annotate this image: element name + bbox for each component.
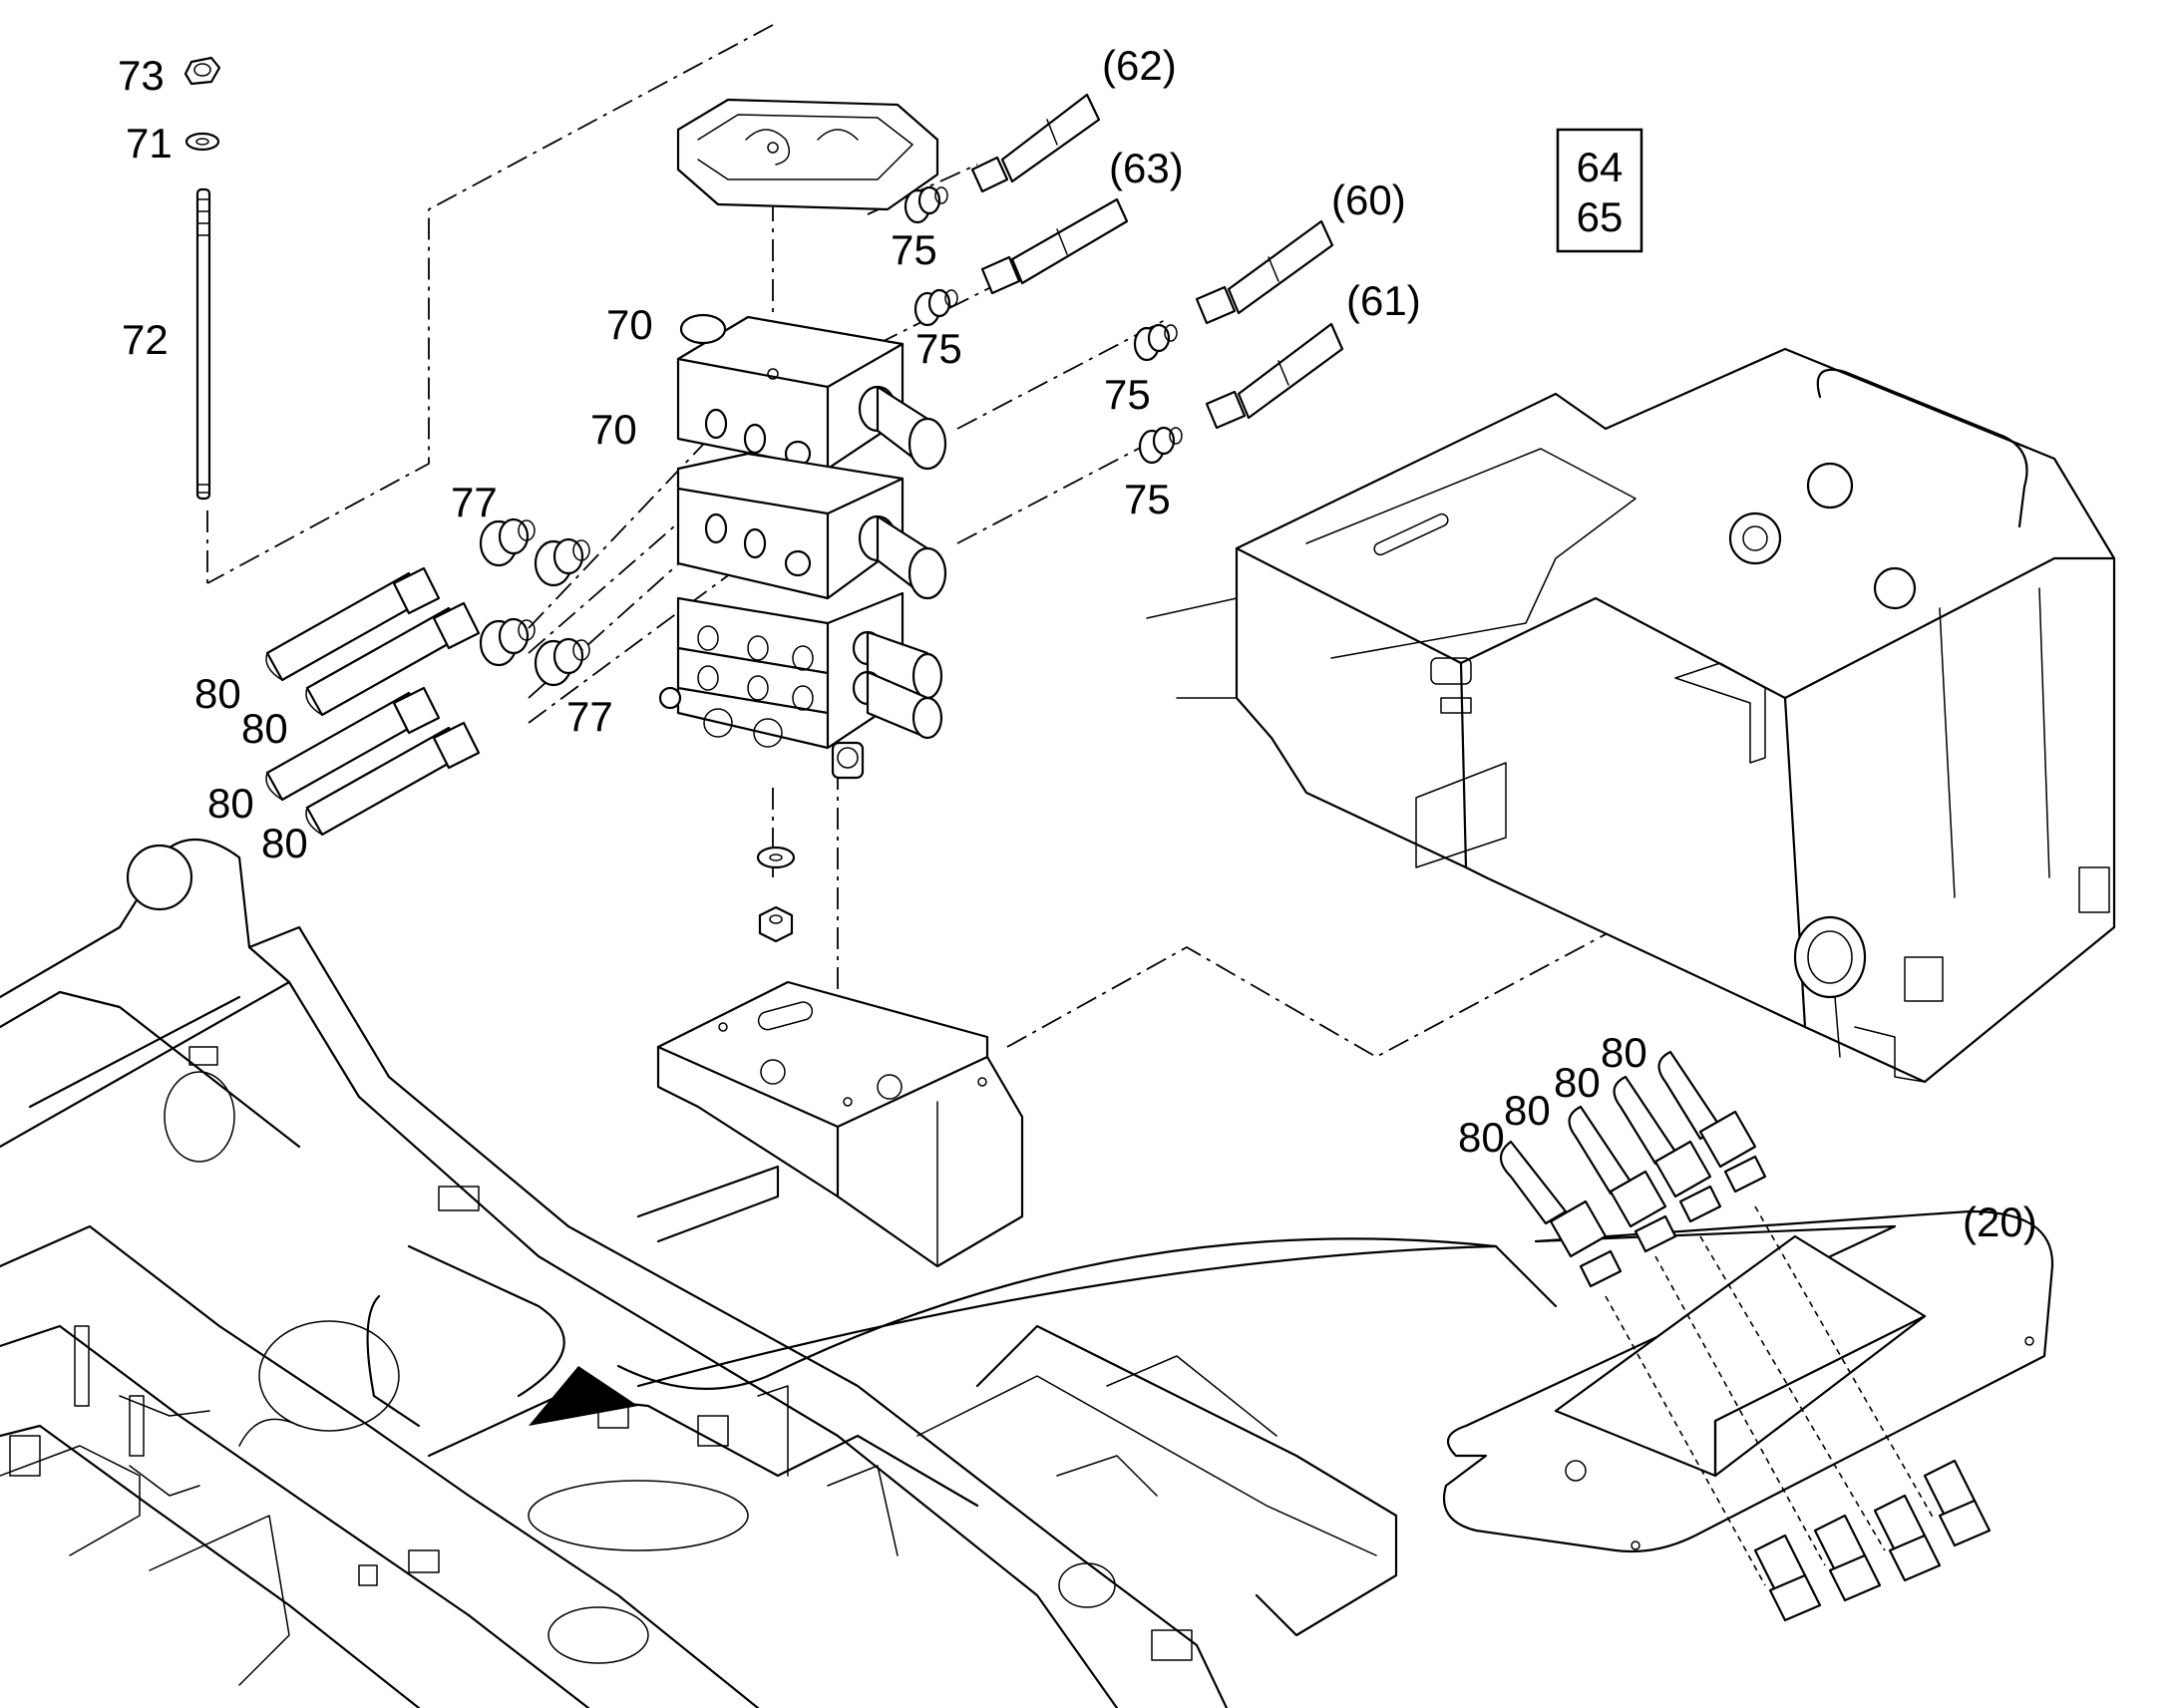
callout-63: (63) — [1109, 145, 1184, 191]
callout-73: 73 — [118, 52, 165, 99]
spool-valve-block — [658, 313, 947, 780]
fittings-77 — [479, 517, 590, 687]
callout-80-c: 80 — [207, 780, 254, 827]
reference-box-line2: 65 — [1577, 193, 1624, 240]
hose-63 — [980, 197, 1129, 295]
callout-61: (61) — [1346, 277, 1421, 324]
machine-frame — [0, 838, 1398, 1708]
callout-80-a: 80 — [194, 670, 241, 717]
hoses-80-left — [265, 566, 481, 837]
direction-arrow — [529, 1237, 1558, 1426]
callout-80-g: 80 — [1554, 1059, 1601, 1106]
washer-71 — [184, 132, 220, 152]
callout-70-upper: 70 — [606, 301, 653, 348]
mounting-bracket — [656, 980, 1024, 1268]
hose-62 — [970, 93, 1101, 193]
callout-62: (62) — [1102, 42, 1177, 89]
callout-80-d: 80 — [261, 820, 308, 866]
callout-77-lower: 77 — [566, 693, 613, 740]
fittings-75 — [904, 185, 1183, 465]
reference-box-line1: 64 — [1577, 144, 1624, 190]
hoses-80-right — [1499, 1050, 1767, 1288]
hoses-upper-right — [970, 93, 1344, 430]
callout-77-upper: 77 — [451, 479, 498, 525]
callout-75-a: 75 — [891, 226, 937, 273]
floor-plate-20 — [1442, 1205, 2054, 1586]
callout-labels: 73 71 72 70 70 (62) (63) (60) (61) 75 75… — [118, 42, 2037, 1245]
callout-80-b: 80 — [241, 705, 288, 752]
stud-rod-72 — [195, 187, 211, 501]
callout-75-d: 75 — [1124, 476, 1171, 522]
callout-70-lower: 70 — [590, 406, 637, 453]
callout-75-c: 75 — [1104, 371, 1151, 418]
quick-couplers — [1753, 1459, 1992, 1622]
nut-73 — [183, 56, 221, 86]
callout-72: 72 — [122, 316, 169, 363]
bottom-washer-nut — [756, 846, 796, 943]
tank-assembly — [1146, 347, 2116, 1084]
callout-60: (60) — [1331, 176, 1406, 223]
callout-80-f: 80 — [1504, 1087, 1551, 1134]
hose-60 — [1195, 219, 1334, 325]
callout-75-b: 75 — [915, 325, 962, 372]
stud-assembly — [183, 56, 221, 583]
reference-box: 64 65 — [1556, 128, 1643, 253]
callout-80-e: 80 — [1458, 1114, 1505, 1161]
callout-80-h: 80 — [1601, 1029, 1647, 1076]
callout-71: 71 — [126, 120, 173, 167]
callout-20: (20) — [1963, 1198, 2037, 1245]
cover-plate — [676, 98, 939, 211]
hose-61 — [1205, 322, 1344, 430]
